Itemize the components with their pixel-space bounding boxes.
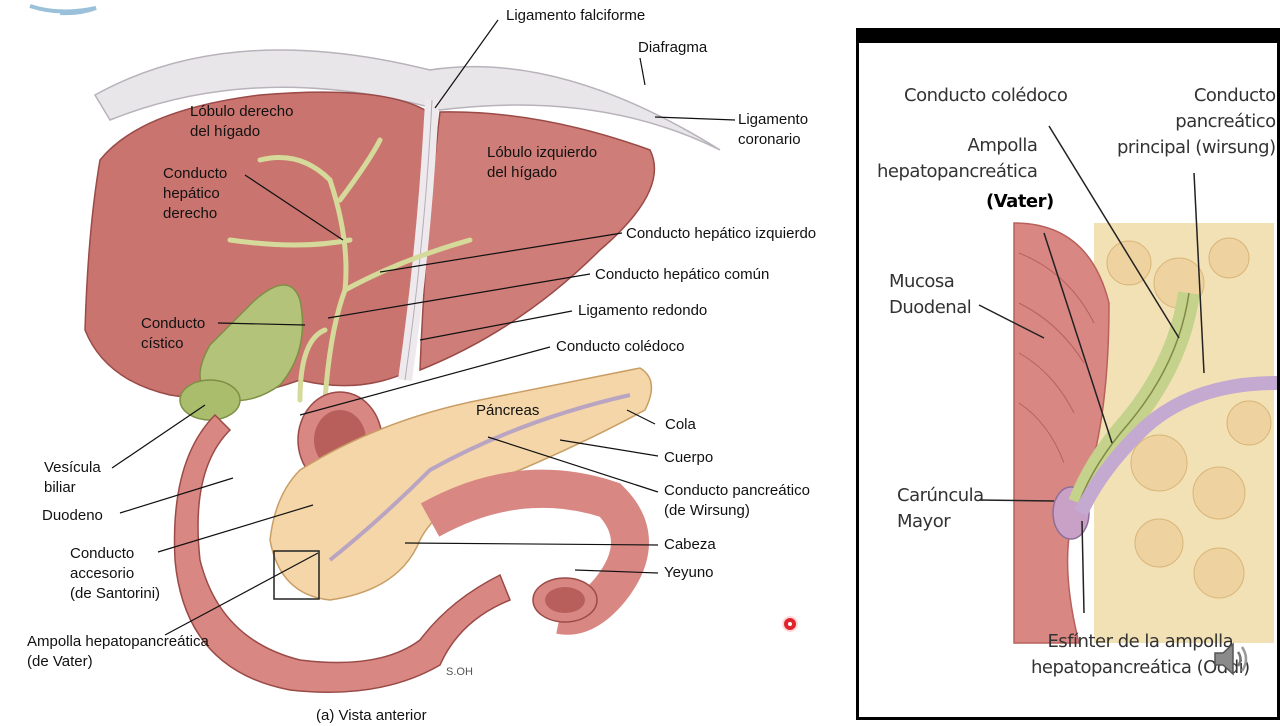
label-lobulo-derecho: Lóbulo derecho del hígado — [190, 103, 294, 140]
label-diafragma: Diafragma — [638, 39, 708, 56]
label-conducto-hepatico-comun: Conducto hepático común — [595, 266, 770, 283]
detail-label-ampolla: Ampolla hepatopancreática — [877, 135, 1038, 182]
caption-vista-anterior: (a) Vista anterior — [316, 707, 427, 724]
detail-label-vater: (Vater) — [986, 191, 1054, 212]
label-pancreas: Páncreas — [476, 402, 540, 419]
detail-label-caruncula-mayor: Carúncula Mayor — [897, 485, 984, 532]
label-lobulo-izquierdo: Lóbulo izquierdo del hígado — [487, 144, 598, 181]
label-conducto-cistico: Conducto cístico — [141, 315, 206, 352]
label-vesicula-biliar: Vesícula biliar — [44, 459, 101, 496]
record-indicator-icon — [784, 618, 796, 630]
label-conducto-coledoco: Conducto colédoco — [556, 338, 685, 355]
detail-label-conducto-pancreatico-principal: Conducto pancreático principal (wirsung) — [1117, 85, 1276, 158]
label-duodeno: Duodeno — [42, 507, 103, 524]
label-cuerpo: Cuerpo — [664, 449, 714, 466]
anatomy-illustration-anterior — [29, 4, 736, 693]
label-ligamento-falciforme: Ligamento falciforme — [506, 7, 646, 24]
label-yeyuno: Yeyuno — [664, 564, 714, 581]
detail-label-mucosa-duodenal: Mucosa Duodenal — [889, 271, 972, 318]
label-conducto-pancreatico: Conducto pancreático (de Wirsung) — [664, 482, 810, 519]
label-ligamento-redondo: Ligamento redondo — [578, 302, 708, 319]
label-conducto-accesorio: Conducto accesorio (de Santorini) — [70, 545, 161, 602]
detail-panel: Conducto colédoco Conducto pancreático p… — [856, 28, 1280, 720]
label-conducto-hepatico-derecho: Conducto hepático derecho — [163, 165, 228, 222]
speaker-icon[interactable] — [1209, 637, 1253, 681]
label-cola: Cola — [665, 416, 696, 433]
label-cabeza: Cabeza — [664, 536, 716, 553]
label-ampolla: Ampolla hepatopancreática (de Vater) — [27, 633, 209, 670]
label-ligamento-coronario: Ligamento coronario — [738, 111, 809, 148]
label-conducto-hepatico-izquierdo: Conducto hepático izquierdo — [626, 225, 817, 242]
label-signature: S.OH — [446, 666, 473, 678]
ampulla-detail-illustration — [978, 125, 1277, 644]
detail-label-conducto-coledoco: Conducto colédoco — [904, 85, 1068, 106]
detail-label-esfinter: Esfínter de la ampolla hepatopancreática… — [1031, 631, 1250, 678]
